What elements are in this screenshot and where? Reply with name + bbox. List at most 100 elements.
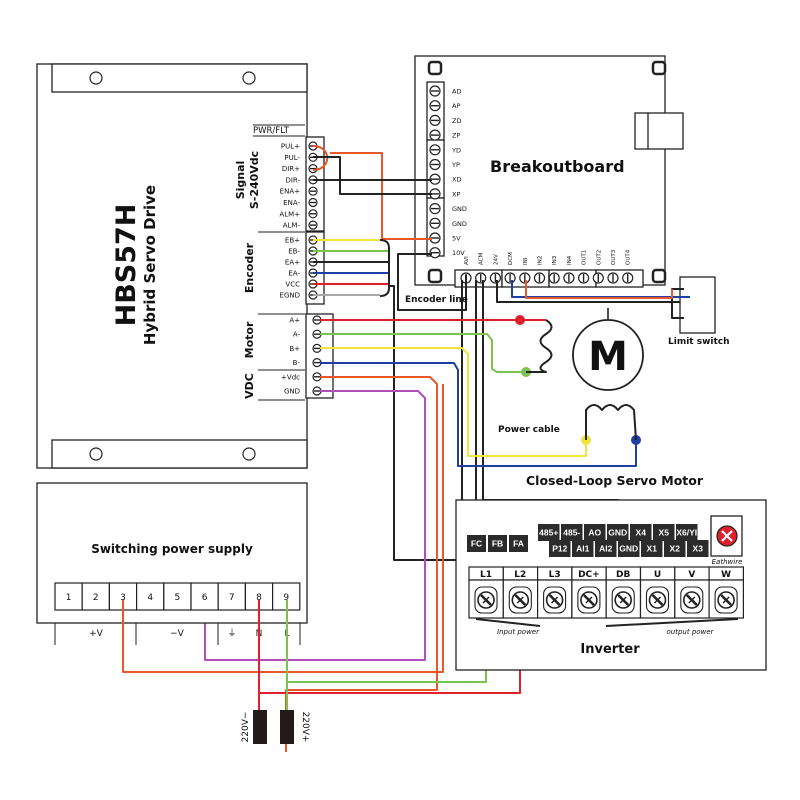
drive-pin-label: PUL- [284,154,300,162]
control-terminal[interactable] [538,524,560,541]
control-terminal-label: GND [619,544,638,554]
psu-group-minus-v: −V [170,629,185,639]
limit-switch-body [679,276,716,334]
corner-pad-icon [427,268,443,284]
control-terminal[interactable] [641,540,663,557]
mount-hole-icon [89,71,103,85]
breakout-pin-label: IN4 [567,255,573,265]
breakout-pin-label: ZP [452,132,460,140]
output-power-label: output power [667,628,715,636]
wire-vdc-plus [285,376,438,752]
wire-pul-xp [313,156,432,195]
psu-terminal-number: 4 [147,593,153,603]
drive-pin-label: EB- [288,248,300,256]
drive-pin-label: B+ [289,345,300,353]
mains-minus-label: 220V− [241,712,251,743]
control-terminal[interactable] [584,524,606,541]
drive-pin-label: ALM+ [279,210,300,218]
breakout-pin-label: YD [451,146,461,154]
breakout-pin-label: 10V [452,249,465,257]
power-terminal-label: L3 [549,570,561,580]
usb-connector [634,112,684,150]
drive-pin-label: ALM- [283,222,301,230]
breakout-pin-label: OUT2 [596,250,602,265]
group-encoder-title: Encoder [243,242,256,293]
control-terminal-label: FB [492,539,503,549]
psu-terminal[interactable] [81,582,110,611]
psu-terminal-number: 6 [202,593,208,603]
control-terminal[interactable] [653,524,675,541]
control-terminal[interactable] [488,535,507,552]
group-motor-title: Motor [243,321,256,358]
limit-switch-label: Limit switch [668,337,730,347]
power-terminal-label: U [654,570,661,580]
motor-vdc-terminal-block [305,313,334,399]
pwr-flt-label: PWR/FLT [253,126,290,136]
control-terminal[interactable] [687,540,709,557]
breakout-pin-label: IN3 [552,255,558,265]
psu-terminal-number: 7 [229,593,235,603]
drive-pin-label: +Vdc [281,373,300,381]
wire-24v [496,280,680,303]
control-terminal[interactable] [467,535,486,552]
drive-pin-label: GND [284,388,300,396]
control-terminal[interactable] [549,540,571,557]
breakout-pin-label: DCM [508,252,514,265]
control-terminal[interactable] [607,524,629,541]
psu-terminal[interactable] [217,582,246,611]
control-terminal-label: 485+ [539,528,558,538]
drive-pin-label: DIR+ [282,165,300,173]
group-vdc-title: VDC [243,373,256,399]
encoder-line-label: Encoder line [405,295,468,305]
corner-pad-icon [427,60,443,76]
control-terminal-label: X4 [636,528,647,538]
control-terminal-label: X5 [659,528,670,538]
breakout-pin-label: 24V [493,254,499,265]
control-terminal[interactable] [618,540,640,557]
corner-pad-icon [651,60,667,76]
control-terminal-label: AI1 [576,544,590,554]
control-terminal-label: X2 [670,544,681,554]
control-terminal[interactable] [509,535,528,552]
control-terminal-label: FC [471,539,482,549]
breakout-title: Breakoutboard [490,157,625,176]
power-cable-label: Power cable [498,425,560,435]
servo-drive: HBS57H Hybrid Servo Drive PWR/FLT Signal… [36,63,334,469]
control-terminal[interactable] [572,540,594,557]
drive-body [36,63,308,469]
power-terminal-label: L1 [480,570,492,580]
psu-terminal-number: 2 [93,593,99,603]
signal-wires: Encoder line [312,145,468,311]
drive-pin-label: PUL+ [281,143,300,151]
breakout-body [414,55,666,286]
breakout-pin-label: ZD [452,117,461,125]
psu-terminal-number: 9 [283,593,289,603]
input-power-label: Input power [497,628,540,636]
plug-minus [253,710,267,744]
drive-pin-label: A- [293,331,301,339]
breakout-pin-label: GND [452,205,467,213]
psu-terminal-number: 5 [175,593,181,603]
control-terminal[interactable] [630,524,652,541]
breakout-pin-label: INI [523,257,529,265]
coil-a-icon [526,319,553,373]
control-terminal[interactable] [561,524,583,541]
control-terminal[interactable] [676,524,698,541]
drive-pin-label: ENA- [283,199,300,207]
control-terminal-label: AO [588,528,601,538]
psu-ground-icon: ⏚ [227,628,236,639]
breakout-pin-label: ACM [479,252,485,265]
drive-pin-label: VCC [285,281,300,289]
breakout-pin-label: GND [452,220,467,228]
psu-terminal[interactable] [136,582,165,611]
control-terminal[interactable] [595,540,617,557]
group-signal-sub: S-240Vdc [248,151,261,209]
psu-terminal[interactable] [190,582,219,611]
control-terminal[interactable] [664,540,686,557]
drive-pin-label: B- [293,359,301,367]
wire-in1 [525,280,673,299]
drive-pin-label: EB+ [285,237,300,245]
breakout-pin-label: YP [451,161,460,169]
